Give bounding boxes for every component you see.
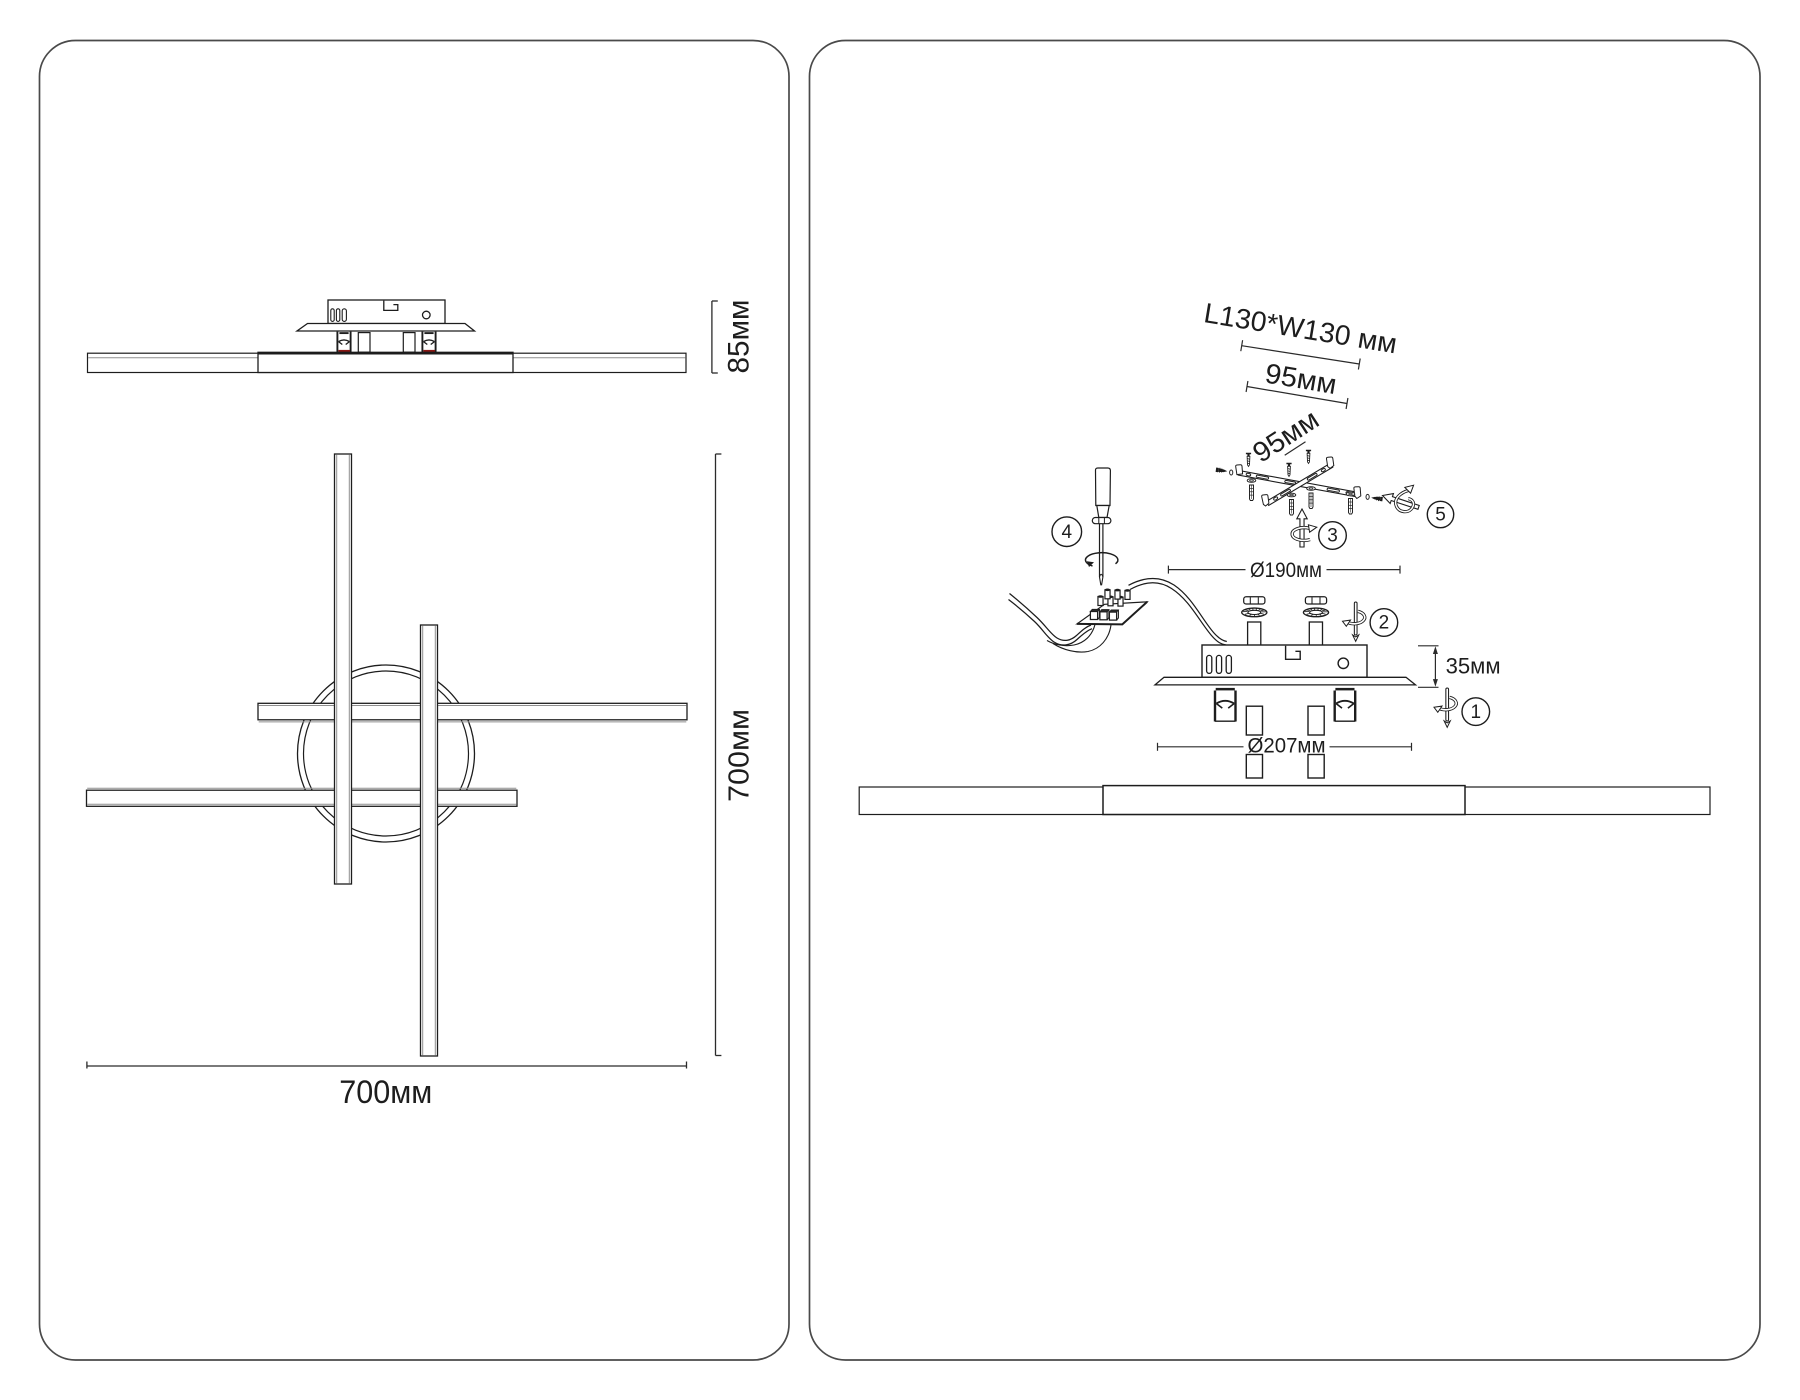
bracket-notch <box>1284 645 1301 660</box>
step3-motion <box>1290 508 1318 548</box>
screwdriver <box>1084 467 1119 586</box>
lamp-bar-installed <box>858 784 1711 816</box>
installation-view: L130*W130 мм 95мм 95мм <box>858 297 1711 816</box>
led-ring-inner <box>302 670 470 837</box>
dim-190mm <box>1167 565 1401 574</box>
side-screw-washer <box>1365 493 1370 500</box>
threaded-stud <box>1308 621 1324 647</box>
driver-box-side <box>327 299 446 325</box>
vent-slot <box>1205 654 1213 675</box>
threaded-stud <box>1246 621 1262 647</box>
mount-slot <box>1307 753 1325 779</box>
bracket-spacing-b-line <box>1284 441 1306 456</box>
mounting-cross-bracket <box>1215 449 1384 516</box>
lamp-bar-vertical-right <box>419 624 439 1057</box>
screw-hole <box>421 310 431 320</box>
lamp-bar-top-right <box>257 702 688 723</box>
terminal-screw <box>1097 594 1104 607</box>
driver-box <box>1201 644 1368 678</box>
step5-motion <box>1380 484 1421 514</box>
step-circle-2 <box>1369 608 1399 638</box>
bracket-size-line <box>1240 340 1361 370</box>
step-circle-5 <box>1426 500 1455 529</box>
dim-207mm-label: Ø207мм <box>1248 733 1326 757</box>
right-panel <box>808 39 1761 1361</box>
vent-slot <box>341 308 347 322</box>
terminal-cube <box>1099 608 1110 621</box>
bracket-flange <box>1261 494 1270 507</box>
step-number-2: 2 <box>1379 613 1390 634</box>
dim-207mm <box>1156 742 1413 751</box>
led-ring-outer <box>296 664 476 843</box>
terminal-screw <box>1104 587 1111 600</box>
driver-wire <box>1128 577 1227 643</box>
supply-wire <box>1009 593 1092 641</box>
terminal-screw <box>1124 588 1131 601</box>
step-circle-4 <box>1051 516 1083 548</box>
dim-700mm-width <box>86 1061 688 1069</box>
bracket-flange <box>1235 464 1244 476</box>
terminal-screw <box>1114 588 1121 600</box>
vent-slot <box>1225 654 1233 675</box>
dim-85mm <box>711 300 718 374</box>
stud-post <box>357 332 371 353</box>
mount-slot <box>1307 705 1325 736</box>
step-number-4: 4 <box>1062 522 1073 543</box>
step-circle-1 <box>1461 697 1491 727</box>
dim-35mm-label: 35мм <box>1446 653 1501 678</box>
side-height-label: 85мм <box>723 300 756 374</box>
terminal-cube <box>1089 608 1101 621</box>
bracket-flange <box>1353 486 1362 500</box>
dim-700mm-height <box>714 453 722 1057</box>
step-number-5: 5 <box>1435 505 1446 526</box>
bracket-flange <box>1325 456 1335 470</box>
canopy-plate-side <box>294 322 477 332</box>
vent-slot <box>330 308 335 322</box>
stud-post <box>402 332 416 353</box>
step-number-3: 3 <box>1327 526 1338 547</box>
step-number-1: 1 <box>1471 702 1482 723</box>
lamp-bar-vertical-left <box>333 453 353 885</box>
side-view: 85мм <box>86 299 756 374</box>
terminal-block <box>1008 577 1227 653</box>
step-circle-3 <box>1317 521 1347 551</box>
terminal-cube <box>1108 609 1120 621</box>
mount-slot <box>1245 753 1264 779</box>
left-panel <box>38 39 790 1361</box>
dim-35mm <box>1418 645 1439 688</box>
vent-slot <box>1215 654 1223 675</box>
canopy-plate <box>1153 676 1418 686</box>
screw-hole <box>1337 657 1350 670</box>
top-view: 700мм 700мм <box>85 453 756 1110</box>
driver-wire <box>1129 582 1227 646</box>
rotation-arrowhead <box>1086 561 1094 567</box>
supply-wire <box>1008 599 1093 646</box>
bracket-spacing-a-line <box>1245 380 1349 410</box>
mount-slot <box>1245 705 1264 736</box>
terminal-wire <box>1052 624 1112 653</box>
top-height-label: 700мм <box>724 709 756 802</box>
dim-190mm-label: Ø190мм <box>1250 558 1322 582</box>
top-width-label: 700мм <box>339 1074 432 1110</box>
vent-slot <box>335 308 341 322</box>
bracket-notch <box>383 300 399 312</box>
side-screw-washer <box>1229 469 1234 476</box>
lamp-bar-bottom-left <box>85 787 518 807</box>
lamp-bar-side <box>86 351 687 374</box>
